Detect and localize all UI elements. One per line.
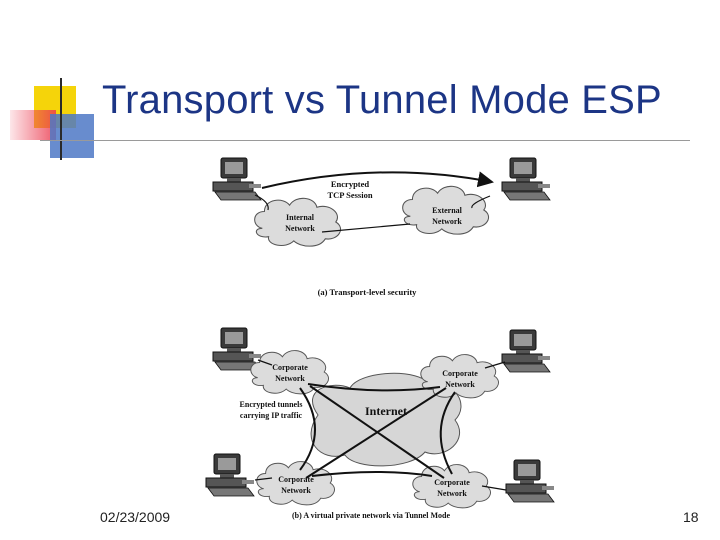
corporate-network-label: Network [275,374,305,383]
vertical-deco-line [60,78,62,160]
computer-icon [205,453,255,497]
corporate-network-label: Network [281,486,311,495]
link-line [257,359,273,366]
tunnel-line [311,471,433,477]
session-label: TCP Session [327,190,372,200]
tunnels-label: Encrypted tunnels [240,400,303,409]
corporate-network-label: Network [437,489,467,498]
encrypted-tunnels [299,383,456,479]
slide-page-number: 18 [683,509,699,525]
tunnel-line [299,387,316,471]
slide-title: Transport vs Tunnel Mode ESP [102,78,662,122]
corporate-network-label: Network [445,380,475,389]
tunnel-line [305,387,447,479]
internal-network-label: Network [285,224,315,233]
link-line [471,195,491,209]
tunnel-caption: (b) A virtual private network via Tunnel… [292,511,450,520]
corporate-network-label: Corporate [434,478,470,487]
title-underline [40,140,690,141]
computer-icon [212,157,262,201]
link-line [481,485,507,491]
computer-icon [501,157,551,201]
corporate-network-cloud [250,350,329,395]
link-line [484,361,506,369]
access-links [254,359,507,491]
computer-icon [505,459,555,503]
external-network-label: Network [432,217,462,226]
transport-mode-diagram: Encrypted TCP Session Internal Network E… [212,157,551,297]
corporate-network-label: Corporate [272,363,308,372]
red-deco-bar [10,110,56,140]
tunnel-line [439,391,456,475]
session-label: Encrypted [331,179,370,189]
internet-label: Internet [365,404,407,418]
blue-deco-square [50,114,94,158]
encrypted-session-arrow [261,171,494,189]
external-network-label: External [432,206,463,215]
link-line [321,223,411,233]
tunnel-line [307,383,441,392]
transport-caption: (a) Transport-level security [318,287,418,297]
link-line [254,194,269,211]
internal-network-label: Internal [286,213,315,222]
tunnels-label: carrying IP traffic [240,411,303,420]
computer-icon [501,329,551,373]
corporate-network-label: Corporate [278,475,314,484]
slide-date: 02/23/2009 [100,509,171,525]
corporate-network-label: Corporate [442,369,478,378]
link-line [254,477,273,481]
tunnel-mode-diagram: Corporate Network Corporate Network Corp… [205,327,555,520]
